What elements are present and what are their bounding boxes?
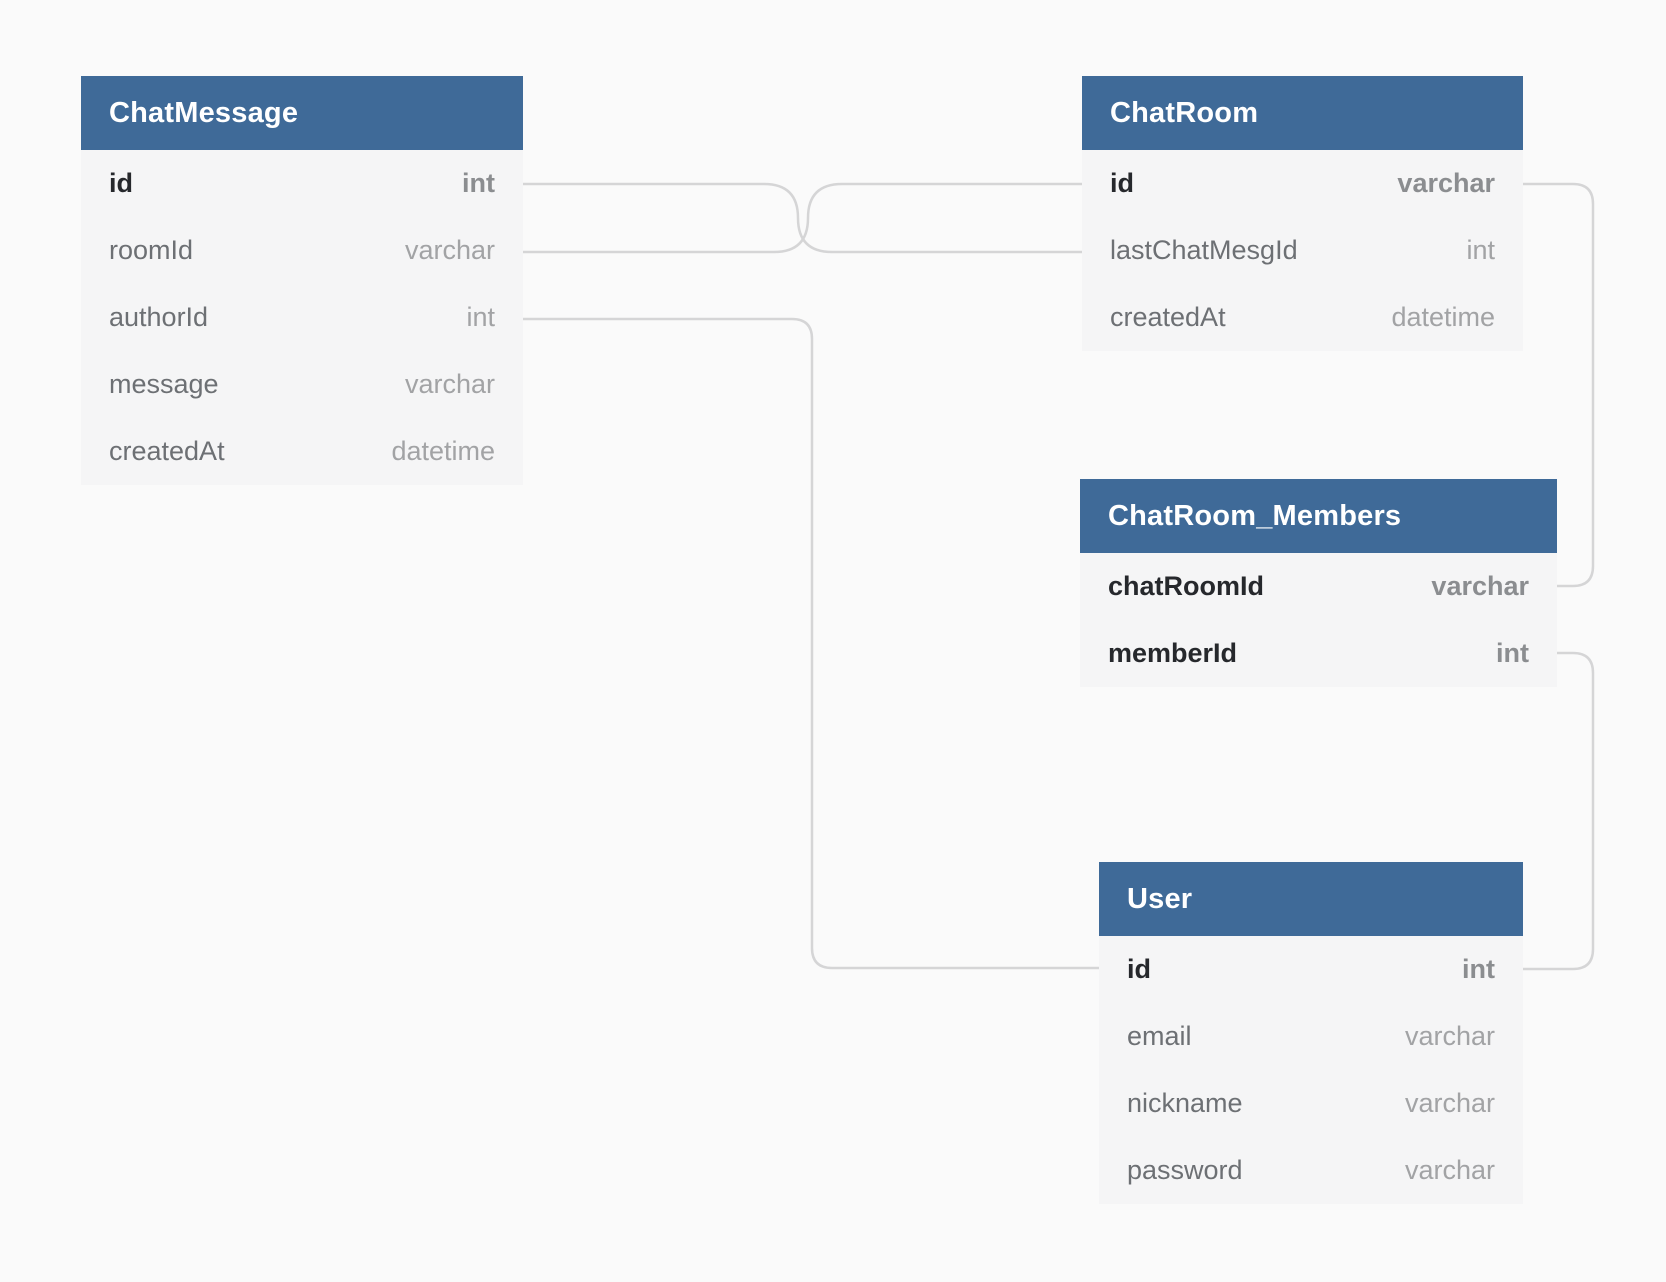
field-name: lastChatMesgId [1110,235,1298,265]
relationship-chatmessage-roomid-to-chatroom-id[interactable] [523,182,1082,254]
field-name: id [1110,168,1134,198]
field-type: int [1496,638,1529,668]
table-chatmessage-title: ChatMessage [109,96,299,129]
field-type: int [466,302,495,332]
table-user[interactable]: User id int email varchar nickname varch… [1099,862,1523,1204]
field-type: varchar [1404,1088,1495,1118]
field-type: varchar [1404,1021,1495,1051]
table-chatroom[interactable]: ChatRoom id varchar lastChatMesgId int c… [1082,76,1523,351]
field-row-chatroom-createdat[interactable]: createdAt datetime [1082,284,1523,351]
field-type: datetime [391,436,495,466]
table-user-title: User [1127,882,1193,915]
field-name: nickname [1127,1088,1243,1118]
field-type: int [462,168,495,198]
field-row-chatroommembers-chatroomid[interactable]: chatRoomId varchar [1080,553,1557,620]
field-type: datetime [1391,302,1495,332]
field-name: password [1127,1155,1243,1185]
field-type: int [1466,235,1495,265]
field-name: roomId [109,235,194,265]
field-name: id [109,168,133,198]
field-name: createdAt [109,436,225,466]
field-row-user-nickname[interactable]: nickname varchar [1099,1070,1523,1137]
table-chatmessage-header[interactable]: ChatMessage [81,76,523,150]
field-row-user-id[interactable]: id int [1099,936,1523,1003]
field-row-chatmessage-createdat[interactable]: createdAt datetime [81,418,523,485]
table-chatroom-members[interactable]: ChatRoom_Members chatRoomId varchar memb… [1080,479,1557,687]
field-type: varchar [404,235,495,265]
relationship-chatroom-id-to-chatroommembers-chatroomid[interactable] [1523,182,1595,588]
field-row-chatroom-id[interactable]: id varchar [1082,150,1523,217]
relationship-chatmessage-authorid-to-user-id[interactable] [523,317,1099,970]
field-name: authorId [109,302,209,332]
relationship-chatmessage-id-to-chatroom-lastchatmesgid[interactable] [523,182,1082,254]
field-row-user-email[interactable]: email varchar [1099,1003,1523,1070]
field-row-chatmessage-id[interactable]: id int [81,150,523,217]
field-row-chatroom-lastchatmesgid[interactable]: lastChatMesgId int [1082,217,1523,284]
field-type: varchar [404,369,495,399]
field-row-chatmessage-message[interactable]: message varchar [81,351,523,418]
field-type: varchar [1431,571,1529,601]
table-chatmessage[interactable]: ChatMessage id int roomId varchar author… [81,76,523,485]
field-type: varchar [1397,168,1495,198]
field-name: message [109,369,219,399]
field-row-user-password[interactable]: password varchar [1099,1137,1523,1204]
field-type: int [1462,954,1495,984]
field-row-chatmessage-authorid[interactable]: authorId int [81,284,523,351]
field-type: varchar [1404,1155,1495,1185]
table-chatroom-members-header[interactable]: ChatRoom_Members [1080,479,1557,553]
table-chatroom-members-title: ChatRoom_Members [1108,499,1402,532]
field-name: chatRoomId [1108,571,1265,601]
field-row-chatmessage-roomid[interactable]: roomId varchar [81,217,523,284]
field-name: id [1127,954,1151,984]
table-chatroom-title: ChatRoom [1110,96,1259,129]
table-chatroom-header[interactable]: ChatRoom [1082,76,1523,150]
relationship-chatroommembers-memberid-to-user-id[interactable] [1523,651,1595,971]
field-row-chatroommembers-memberid[interactable]: memberId int [1080,620,1557,687]
table-user-header[interactable]: User [1099,862,1523,936]
field-name: createdAt [1110,302,1226,332]
field-name: email [1127,1021,1192,1051]
field-name: memberId [1108,638,1238,668]
